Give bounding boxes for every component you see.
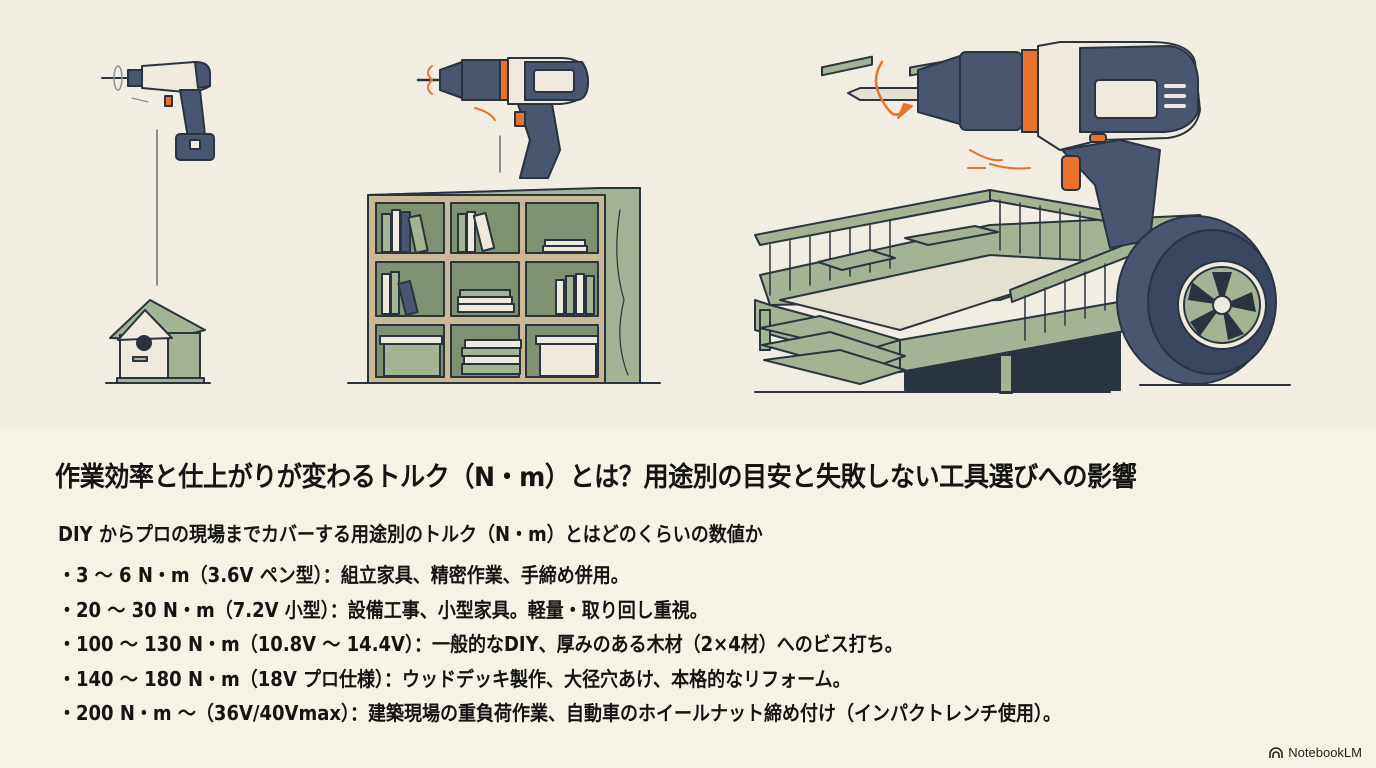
page-title: 作業効率と仕上がりが変わるトルク（N・m）とは？用途別の目安と失敗しない工具選び… bbox=[55, 462, 1137, 493]
list-item: ・3 〜 6 N・m（3.6V ペン型）：組立家具、精密作業、手締め併用。 bbox=[58, 563, 629, 587]
text-section bbox=[0, 425, 1376, 768]
bookshelf-icon bbox=[347, 187, 661, 384]
large-drill-icon bbox=[847, 41, 1201, 249]
tire-icon bbox=[1116, 215, 1291, 386]
birdhouse-icon bbox=[105, 299, 211, 384]
list-item: ・200 N・m 〜（36V/40Vmax）：建築現場の重負荷作業、自動車のホイ… bbox=[58, 701, 1061, 725]
notebooklm-watermark: NotebookLM bbox=[1269, 745, 1362, 760]
list-item: ・140 〜 180 N・m（18V プロ仕様）：ウッドデッキ製作、大径穴あけ、… bbox=[58, 666, 851, 691]
drill-driver-icon bbox=[416, 57, 589, 179]
watermark-label: NotebookLM bbox=[1288, 745, 1362, 760]
list-item: ・20 〜 30 N・m（7.2V 小型）：設備工事、小型家具。軽量・取り回し重… bbox=[58, 597, 708, 622]
illustration-banner bbox=[101, 41, 1291, 394]
impact-driver-icon bbox=[101, 61, 215, 161]
illustration-svg bbox=[101, 41, 1291, 394]
wood-deck-icon bbox=[754, 55, 1203, 394]
torque-guide-list: ・3 〜 6 N・m（3.6V ペン型）：組立家具、精密作業、手締め併用。 ・2… bbox=[58, 560, 1172, 733]
list-item: ・100 〜 130 N・m（10.8V 〜 14.4V）：一般的なDIY、厚み… bbox=[58, 632, 903, 656]
section-subtitle: DIY からプロの現場までカバーする用途別のトルク（N・m）とはどのくらいの数値… bbox=[58, 522, 763, 546]
notebooklm-logo-icon bbox=[1269, 746, 1284, 758]
